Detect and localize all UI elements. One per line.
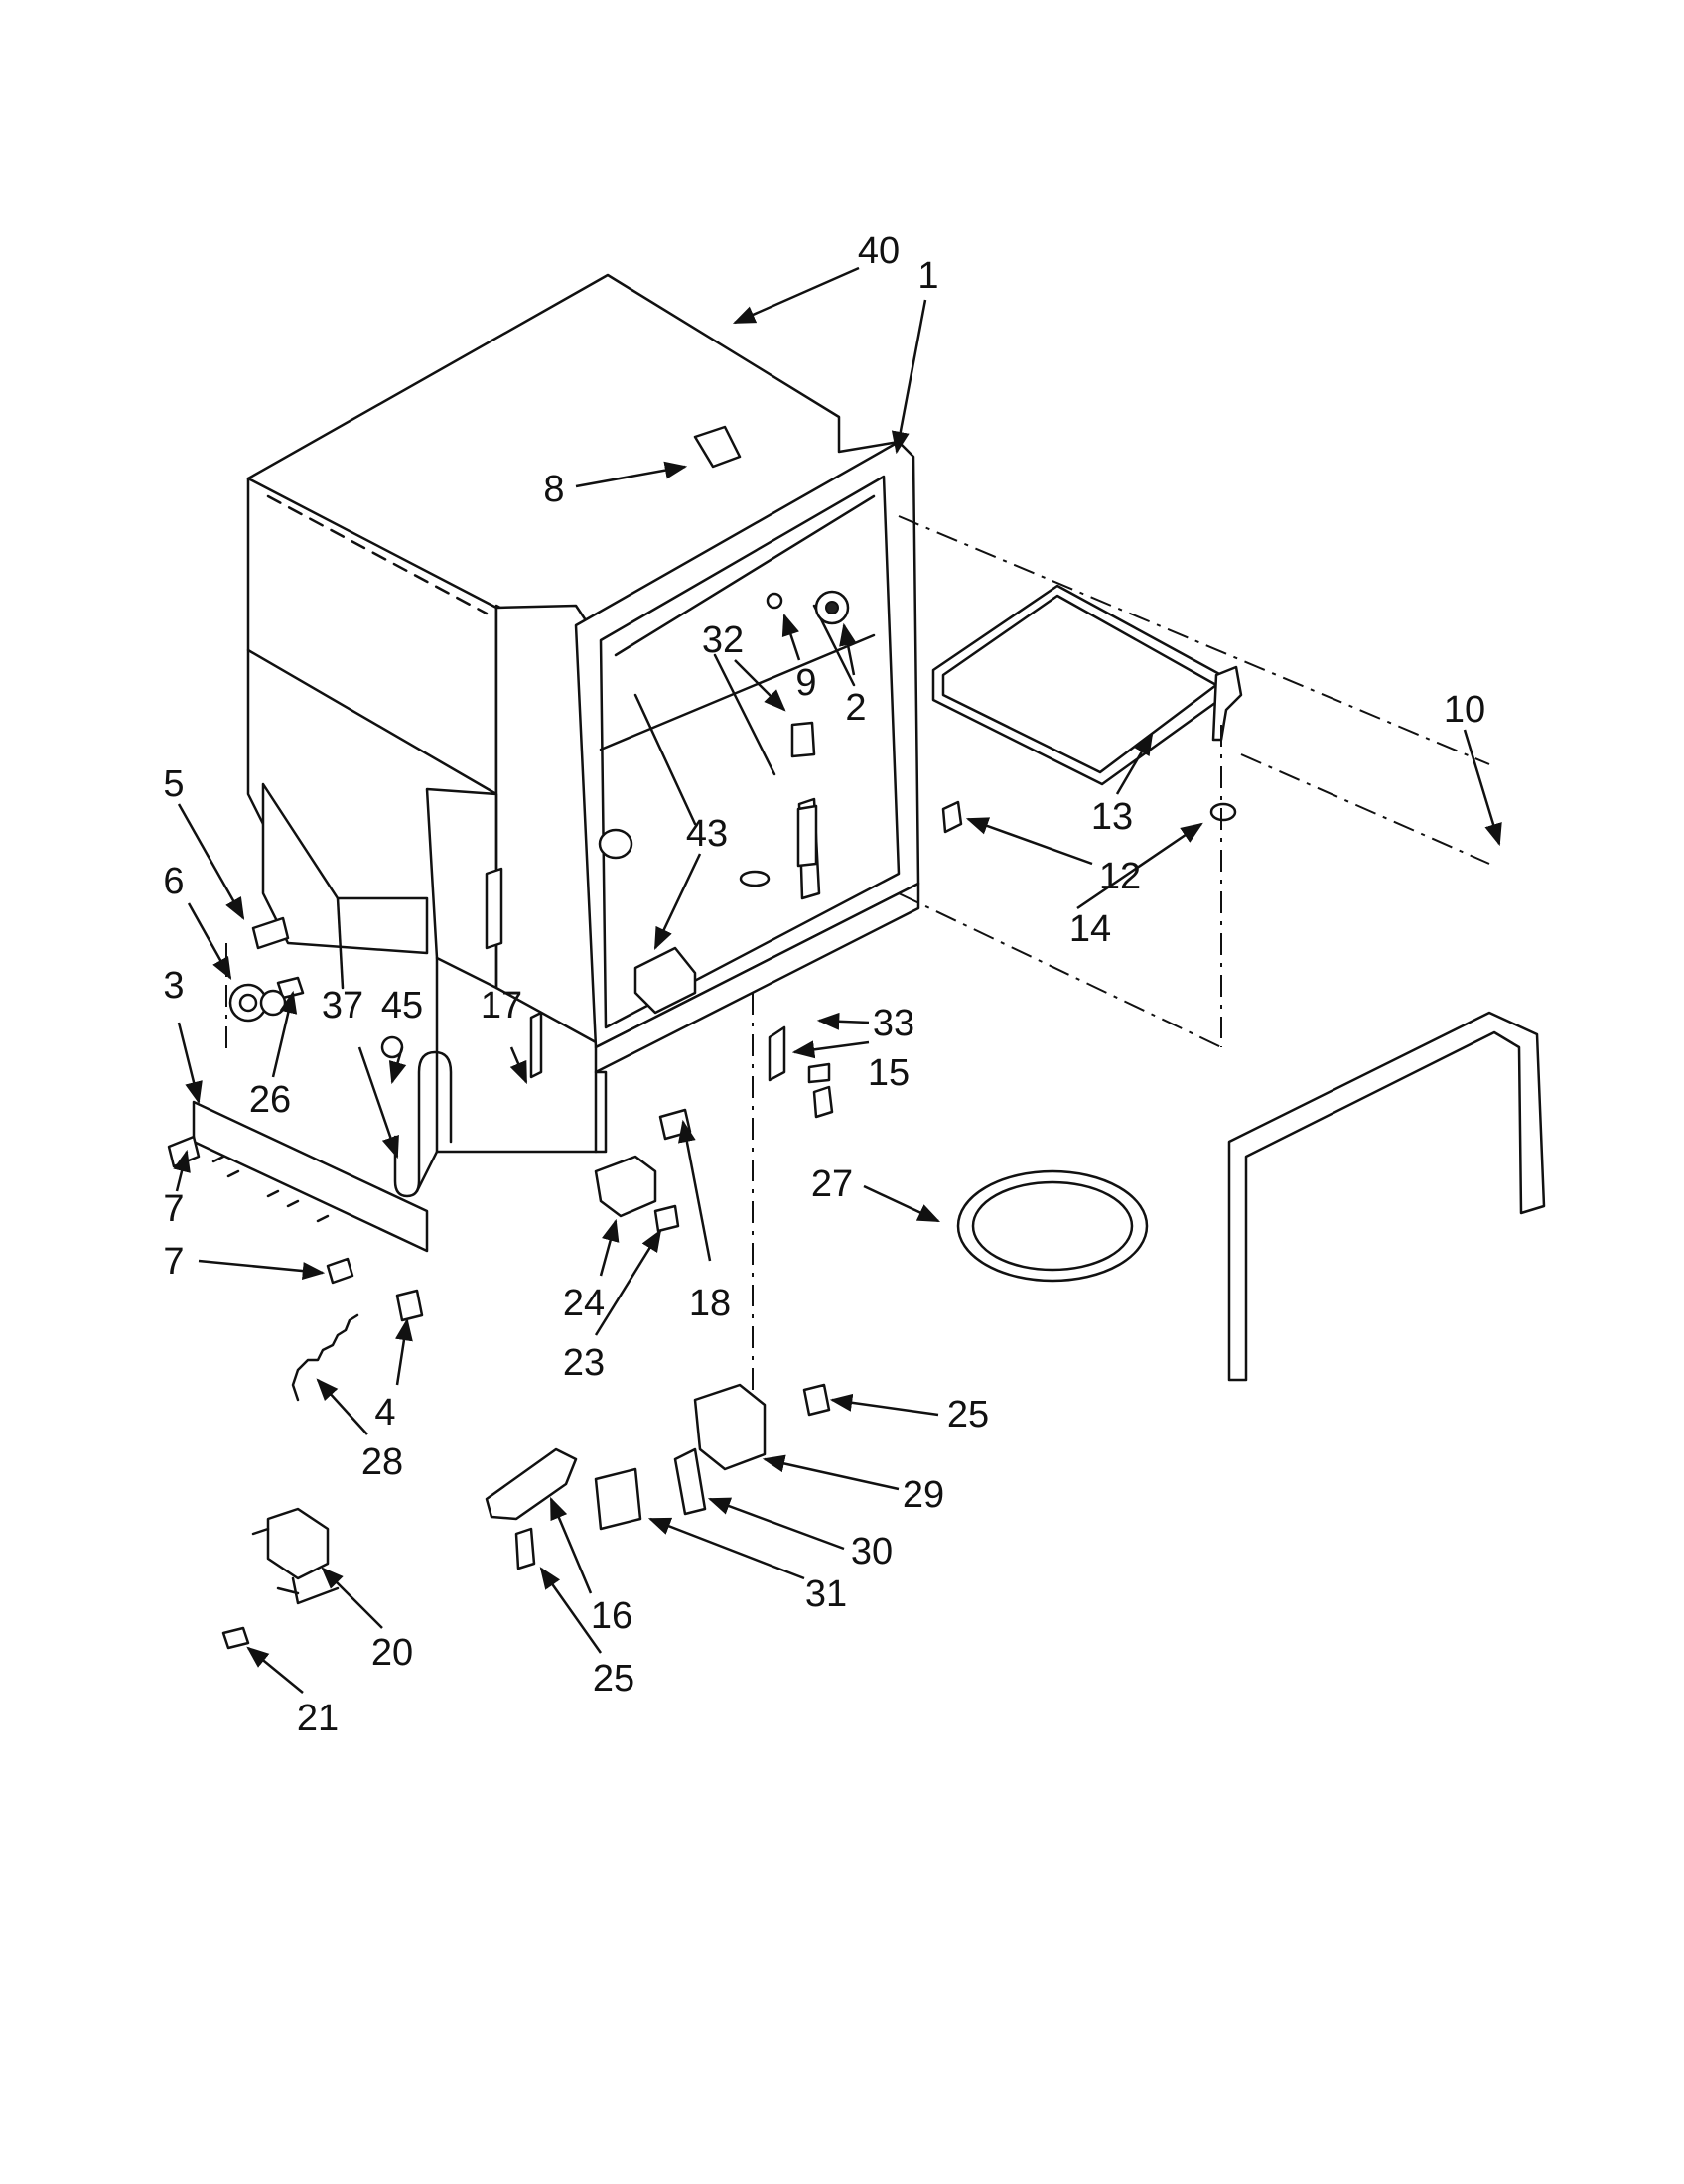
switch-29 bbox=[693, 1383, 767, 1471]
callout-5: 5 bbox=[163, 763, 184, 805]
drain-hose-37 bbox=[393, 1050, 453, 1198]
callout-14: 14 bbox=[1069, 908, 1111, 950]
callout-27: 27 bbox=[811, 1163, 853, 1205]
callout-26: 26 bbox=[249, 1079, 291, 1121]
callout-13: 13 bbox=[1091, 796, 1133, 838]
callout-25-lower: 25 bbox=[593, 1658, 634, 1700]
callout-37: 37 bbox=[322, 985, 363, 1026]
frame-10 bbox=[1227, 1011, 1546, 1382]
callout-1: 1 bbox=[917, 255, 938, 297]
callout-2: 2 bbox=[845, 687, 866, 729]
callout-24: 24 bbox=[563, 1283, 605, 1324]
callout-4: 4 bbox=[374, 1392, 395, 1433]
callout-28: 28 bbox=[361, 1441, 403, 1483]
callout-8: 8 bbox=[543, 469, 564, 510]
callout-31: 31 bbox=[805, 1573, 847, 1615]
callout-29: 29 bbox=[903, 1474, 944, 1516]
tub-gasket-27 bbox=[956, 1169, 1149, 1283]
callout-15: 15 bbox=[868, 1052, 910, 1094]
callout-40: 40 bbox=[858, 230, 900, 272]
callout-18: 18 bbox=[689, 1283, 731, 1324]
callout-17: 17 bbox=[481, 985, 522, 1026]
callout-32: 32 bbox=[702, 619, 744, 661]
spring-28 bbox=[291, 1313, 359, 1402]
part-8-clip bbox=[693, 425, 742, 469]
bracket-16 bbox=[485, 1447, 578, 1521]
callout-labels: 40 1 8 9 2 32 10 13 12 14 43 5 6 3 26 45… bbox=[163, 230, 1485, 1739]
callout-20: 20 bbox=[371, 1632, 413, 1674]
tub-assembly bbox=[246, 273, 963, 1193]
callout-21: 21 bbox=[297, 1698, 339, 1739]
callout-16: 16 bbox=[591, 1595, 632, 1637]
callout-9: 9 bbox=[795, 662, 816, 704]
water-valve-20 bbox=[266, 1507, 330, 1580]
latch-24 bbox=[594, 1155, 657, 1218]
inlet-tube-13 bbox=[931, 584, 1233, 786]
callout-7-lower: 7 bbox=[163, 1241, 184, 1283]
callout-10: 10 bbox=[1444, 689, 1485, 731]
callout-3: 3 bbox=[163, 965, 184, 1007]
callout-45: 45 bbox=[381, 985, 423, 1026]
callout-33: 33 bbox=[873, 1003, 914, 1044]
hinge-bracket-3 bbox=[192, 1100, 429, 1253]
callout-43: 43 bbox=[686, 813, 728, 855]
callout-23: 23 bbox=[563, 1342, 605, 1384]
callout-30: 30 bbox=[851, 1531, 893, 1572]
callout-12: 12 bbox=[1099, 856, 1141, 897]
callout-7-upper: 7 bbox=[163, 1188, 184, 1230]
callout-25-right: 25 bbox=[947, 1394, 989, 1435]
callout-6: 6 bbox=[163, 861, 184, 902]
leader-lines bbox=[173, 266, 1502, 1694]
